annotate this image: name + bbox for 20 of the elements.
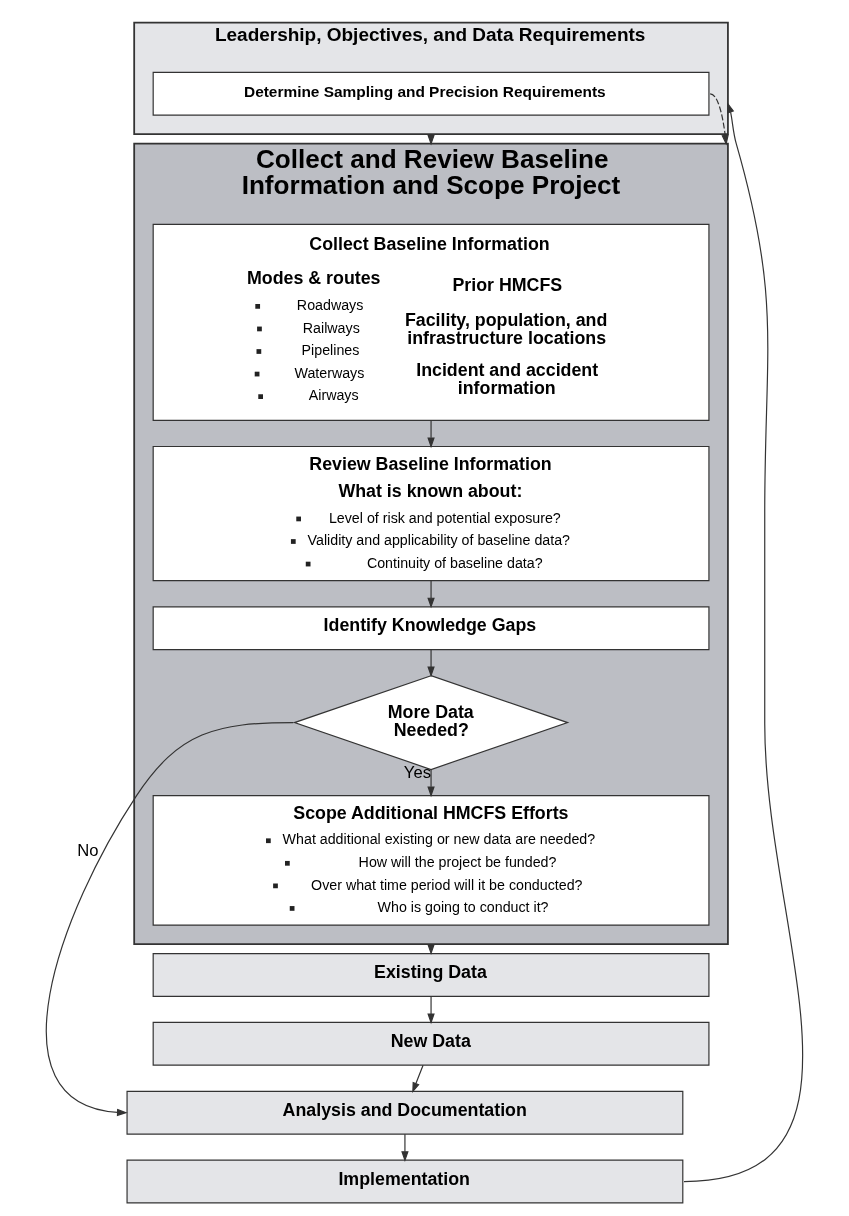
arrow — [427, 580, 435, 609]
arrow — [427, 769, 435, 798]
node-box: New Data — [152, 1021, 710, 1066]
node-box: Implementation — [126, 1159, 684, 1204]
arrow — [683, 102, 803, 1183]
node-box: Collect Baseline Information Modes & routes Roadways Railways Pipelines Waterways Airways Prior HMCFS Facility, population, and infrastructure locations Incident and accident information — [152, 223, 710, 421]
edge-label: No — [77, 841, 99, 861]
arrow — [412, 1064, 424, 1093]
arrow — [427, 134, 435, 146]
arrow — [427, 649, 435, 678]
arrow — [401, 1133, 409, 1162]
node-box: Analysis and Documentation — [126, 1090, 684, 1135]
node-box: Determine Sampling and Precision Requirements — [152, 71, 710, 116]
arrow — [427, 420, 435, 449]
node-box: Identify Knowledge Gaps — [152, 606, 710, 651]
arrow — [427, 995, 435, 1025]
node-box: Review Baseline Information What is known about: Level of risk and potential exposure? Validity and applicability of baseline data? Continuity of baseline data? — [152, 445, 710, 582]
node-box: Existing Data — [152, 952, 710, 997]
node-box: Scope Additional HMCFS Efforts What additional existing or new data are needed? How will the project be funded? Over what time period will it be conducted? Who is going to conduct it? — [152, 795, 710, 926]
arrow — [709, 93, 729, 146]
